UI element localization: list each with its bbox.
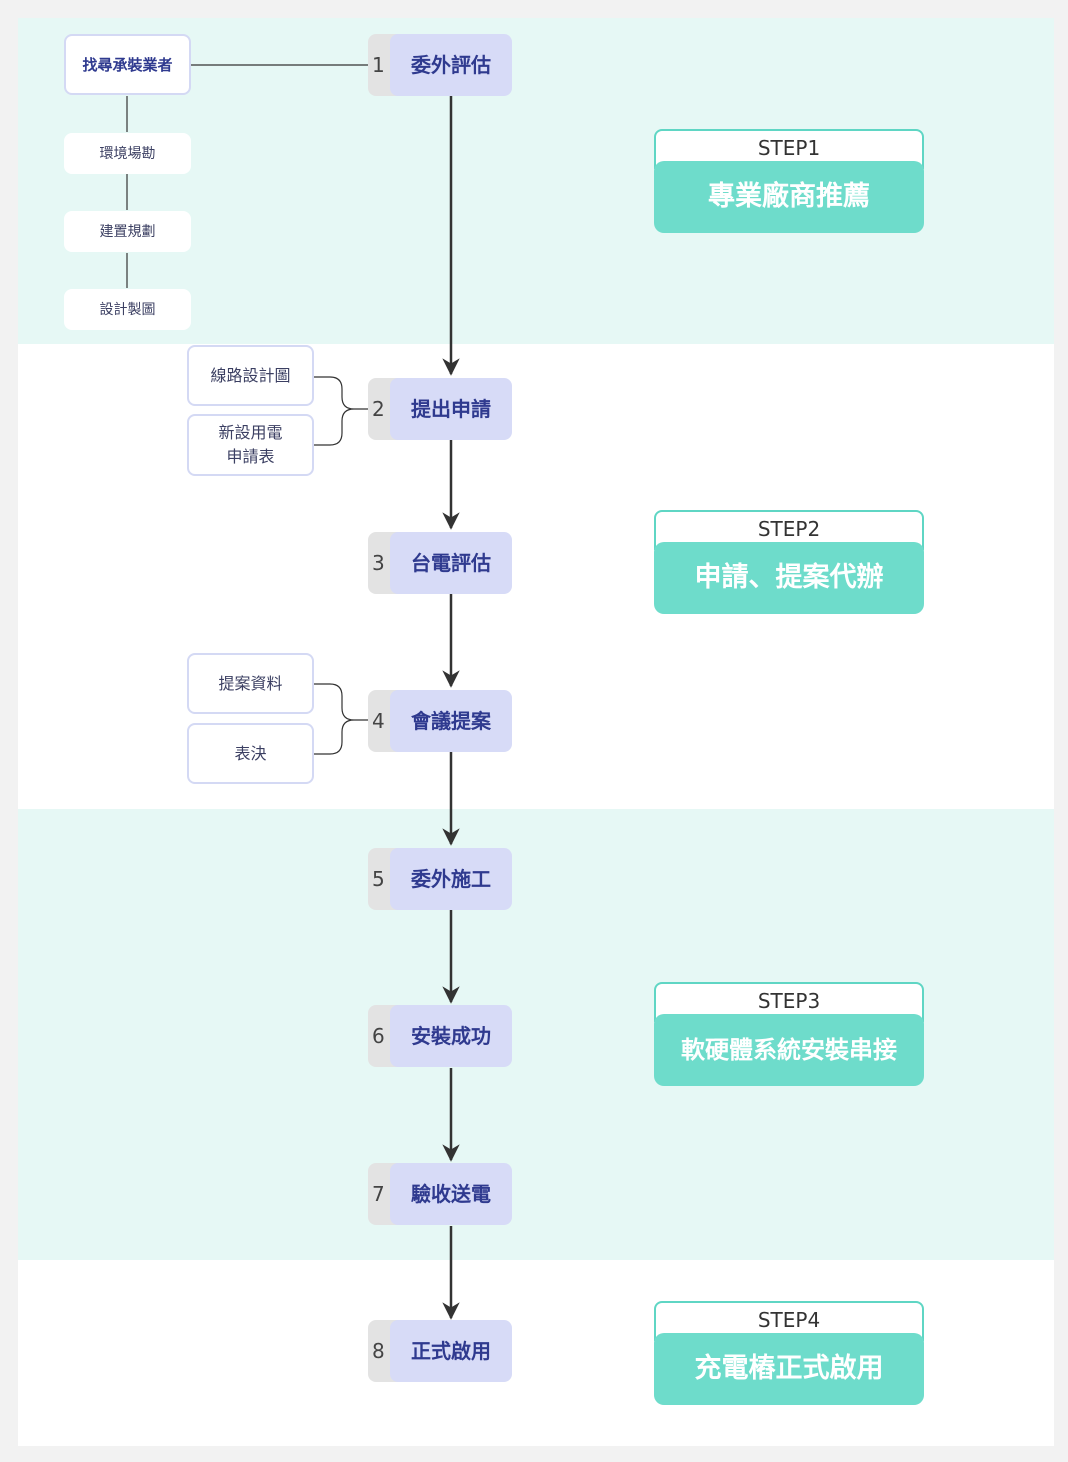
step-label: 委外評估 [390,34,512,96]
site-survey-node: 環境場勘 [64,133,191,174]
stage-card-2: STEP2 申請、提案代辦 [654,510,924,614]
circuit-design-node: 線路設計圖 [187,345,314,406]
find-vendor-node: 找尋承裝業者 [64,34,191,95]
stage-title: 充電樁正式啟用 [654,1333,924,1405]
step2-bracket [314,376,368,446]
stage-title: 軟硬體系統安裝串接 [654,1014,924,1086]
power-application-form-node: 新設用電 申請表 [187,414,314,476]
stage-title: 專業廠商推薦 [654,161,924,233]
stage-card-3: STEP3 軟硬體系統安裝串接 [654,982,924,1086]
vote-node: 表決 [187,723,314,784]
step-label: 正式啟用 [390,1320,512,1382]
step-label: 提出申請 [390,378,512,440]
step-label: 台電評估 [390,532,512,594]
design-drawing-node: 設計製圖 [64,289,191,330]
step-label: 會議提案 [390,690,512,752]
step4-bracket [314,683,368,755]
stage-title: 申請、提案代辦 [654,542,924,614]
step-label: 委外施工 [390,848,512,910]
proposal-data-node: 提案資料 [187,653,314,714]
stage-card-1: STEP1 專業廠商推薦 [654,129,924,233]
stage-card-4: STEP4 充電樁正式啟用 [654,1301,924,1405]
build-planning-node: 建置規劃 [64,211,191,252]
step-label: 安裝成功 [390,1005,512,1067]
step-label: 驗收送電 [390,1163,512,1225]
